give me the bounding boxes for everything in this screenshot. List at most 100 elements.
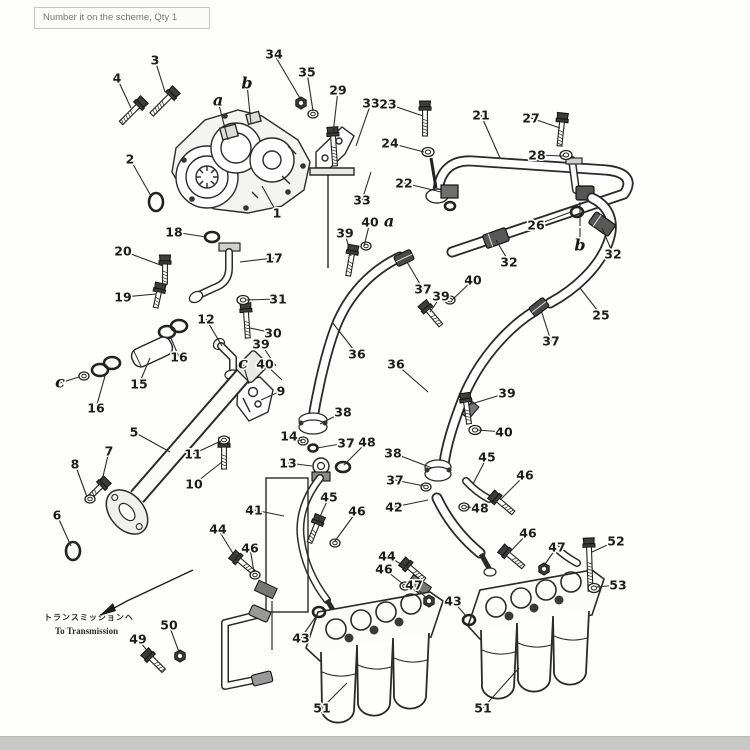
o-ring-part [169, 318, 189, 334]
leader-line [137, 638, 153, 658]
leader-line [133, 431, 171, 453]
bolt-part [496, 543, 526, 570]
callout-number: 25 [592, 308, 609, 323]
leader-line [74, 463, 88, 498]
leader-line [287, 462, 313, 467]
leader-line [413, 584, 428, 600]
callout-number: 18 [165, 225, 182, 240]
leader-line [122, 250, 164, 267]
callout-number: 9 [277, 384, 286, 399]
leader-line [429, 295, 442, 313]
leader-line [122, 293, 157, 298]
leader-line [217, 100, 229, 141]
washer-part [587, 582, 601, 594]
leader-line [173, 231, 207, 238]
pipe-5-flange [105, 489, 149, 535]
o-ring-part [102, 355, 122, 371]
leader-line [495, 239, 510, 263]
leader-line [540, 309, 552, 342]
callout-number: 39 [498, 386, 515, 401]
callout-number: 32 [500, 255, 517, 270]
bolt-part [239, 302, 253, 339]
bolt-part [397, 556, 427, 583]
callout-number: 44 [378, 549, 396, 564]
callout-number: 29 [329, 83, 346, 98]
to-transmission-en: To Transmission [55, 626, 119, 636]
callout-number: 34 [265, 47, 283, 62]
bolt-part [118, 95, 149, 126]
leader-line [482, 667, 520, 709]
callout-number: 23 [379, 97, 396, 112]
leader-line [499, 474, 526, 501]
leader-line [389, 142, 425, 153]
bolt-part [140, 647, 167, 674]
callout-number: 11 [184, 447, 201, 462]
pipe-36-right [438, 306, 539, 470]
o-ring-part [203, 230, 221, 244]
leader-line [334, 510, 358, 542]
callout-number: 14 [280, 429, 298, 444]
callout-number: 52 [607, 534, 624, 549]
callout-number: 19 [114, 290, 131, 305]
fitting-22 [440, 184, 459, 199]
leader-line [508, 532, 529, 554]
leader-line [205, 318, 223, 347]
washer-part [360, 241, 372, 251]
callout-number: 40 [495, 425, 513, 440]
callout-number: 21 [472, 108, 489, 123]
leader-line [403, 182, 442, 193]
bracket-9 [236, 376, 274, 422]
callout-number: 32 [604, 247, 621, 262]
callout-number: 50 [160, 618, 178, 633]
callout-number: 12 [197, 312, 214, 327]
scheme-note-text: Number it on the scheme, Qty 1 [43, 12, 178, 23]
clamp-38-right [424, 459, 452, 482]
elbow-17 [188, 242, 241, 304]
leader-line [321, 682, 348, 709]
leader-line [363, 221, 371, 247]
callout-number: 16 [170, 350, 188, 365]
leader-line [264, 363, 283, 381]
callout-number: 27 [522, 111, 539, 126]
ferrule-part [528, 297, 550, 317]
elbow-45 [462, 477, 493, 503]
callout-number: 46 [519, 526, 537, 541]
to-transmission-jp: トランスミッションヘ [44, 613, 134, 622]
leader-line [542, 546, 558, 568]
leader-line [472, 456, 488, 485]
callout-number: 48 [358, 435, 375, 450]
leader-line [480, 114, 501, 159]
callout-number: 31 [269, 292, 286, 307]
leader-line [306, 71, 314, 112]
leader-line [406, 261, 424, 290]
callout-number: 3 [151, 53, 160, 68]
leader-line [465, 506, 481, 509]
ref-letter: b [241, 74, 252, 93]
callout-number: 46 [241, 541, 259, 556]
callout-number: 39 [432, 289, 449, 304]
leader-line [246, 83, 252, 125]
leader-line [253, 509, 285, 517]
leader-line [168, 624, 180, 653]
bolt-part [306, 512, 327, 545]
callout-number: 22 [395, 176, 412, 191]
leader-line [242, 363, 250, 385]
leader-line [383, 568, 404, 585]
union-32-right [588, 211, 616, 237]
o-ring-part [334, 460, 352, 474]
clamp-38-left [298, 412, 328, 435]
leader-line [316, 496, 330, 524]
ferrule-part [393, 249, 415, 267]
leader-line [530, 117, 561, 129]
leader-line [245, 298, 279, 301]
nut-part [174, 649, 186, 663]
stud-part [429, 157, 438, 189]
callout-number: 33 [353, 193, 370, 208]
u-tube [221, 601, 274, 690]
leader-line [535, 211, 572, 226]
callout-number: 47 [548, 540, 565, 555]
leader-line [386, 555, 409, 569]
bolt-part [555, 111, 570, 147]
